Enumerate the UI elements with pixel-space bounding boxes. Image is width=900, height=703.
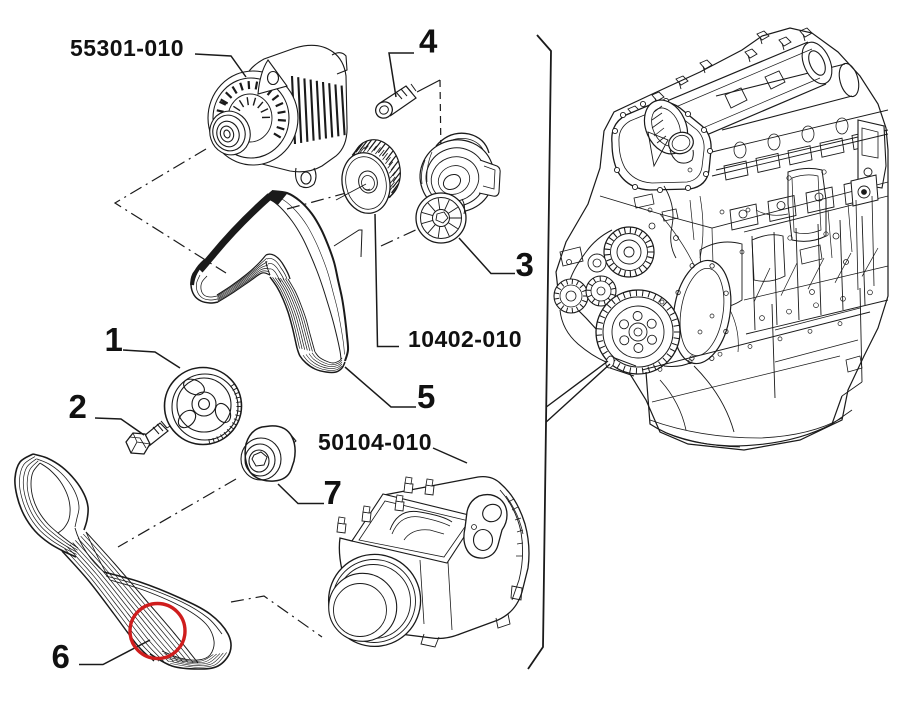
svg-text:50104-010: 50104-010	[318, 429, 432, 455]
svg-text:7: 7	[324, 474, 342, 511]
svg-text:5: 5	[417, 378, 435, 415]
svg-text:3: 3	[516, 246, 534, 283]
svg-text:6: 6	[52, 638, 70, 675]
svg-text:4: 4	[419, 23, 438, 60]
svg-text:2: 2	[69, 388, 87, 425]
svg-text:1: 1	[105, 321, 123, 358]
svg-text:10402-010: 10402-010	[408, 326, 522, 352]
svg-text:55301-010: 55301-010	[70, 35, 184, 61]
